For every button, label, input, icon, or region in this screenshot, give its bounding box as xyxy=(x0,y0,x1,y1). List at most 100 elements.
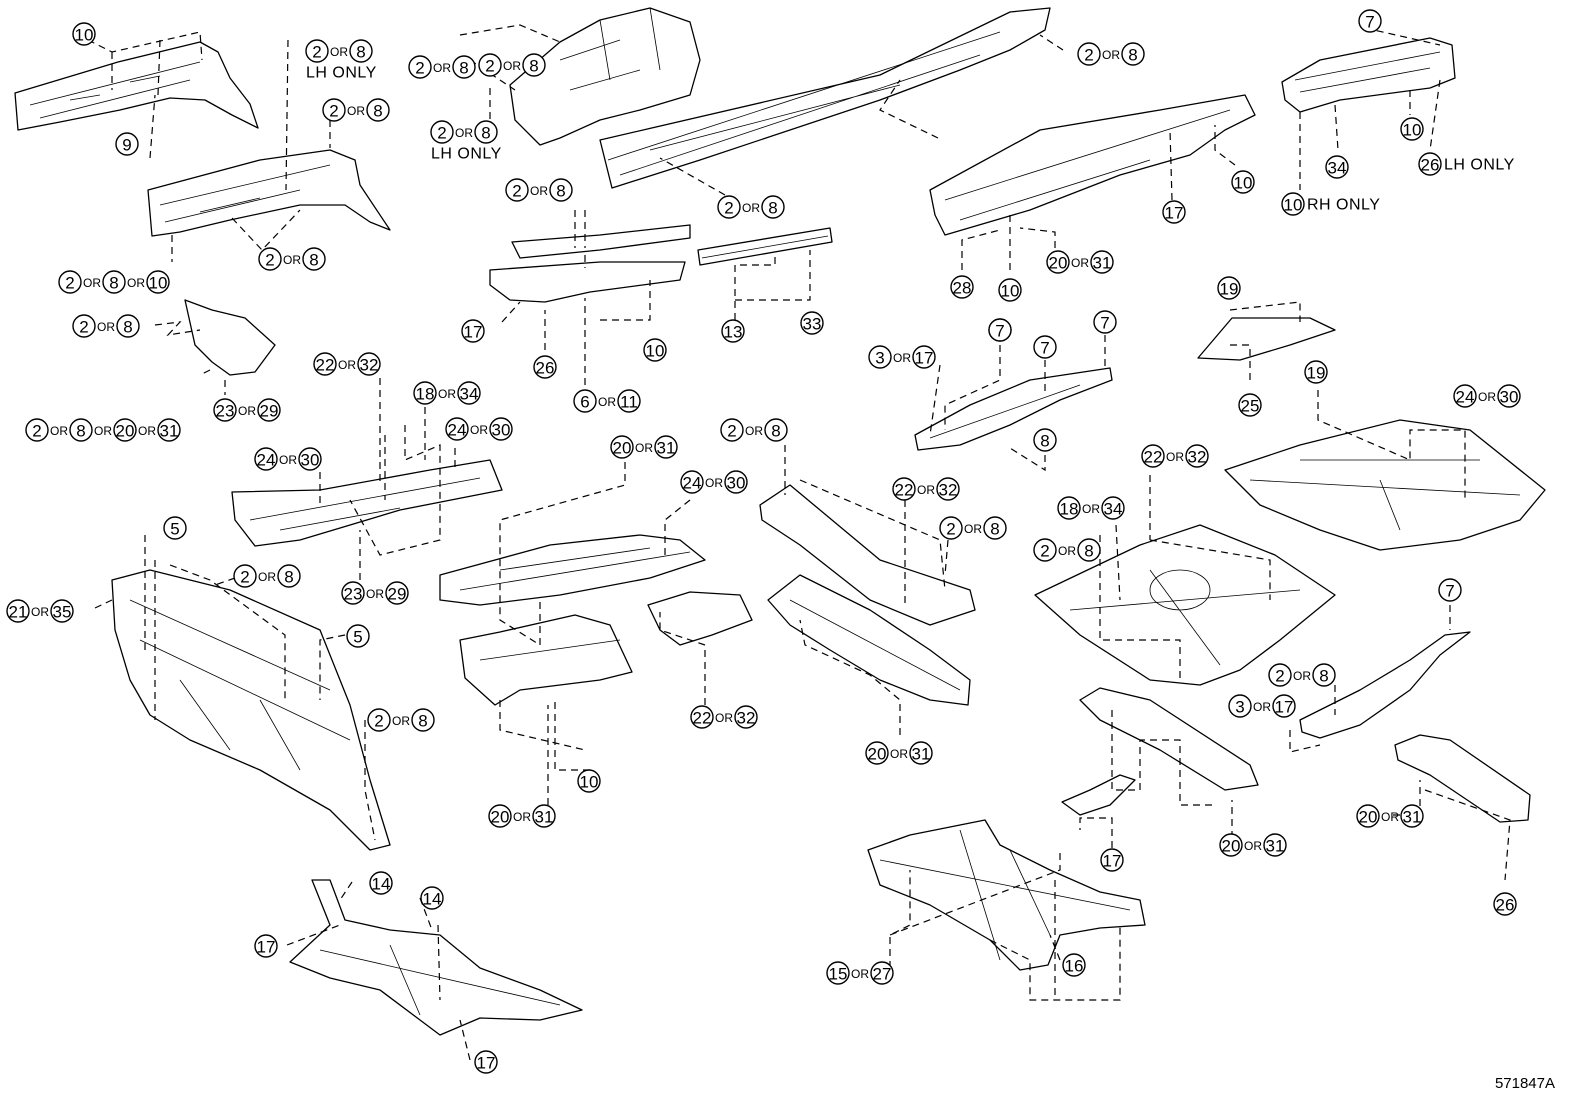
callout-5[interactable]: 5 xyxy=(163,516,187,540)
callout-19[interactable]: 19 xyxy=(1217,276,1241,300)
part-rear-cross-member[interactable] xyxy=(1394,734,1531,823)
part-center-floor-pan[interactable] xyxy=(1034,524,1336,686)
callout-17[interactable]: 17 xyxy=(1162,200,1186,224)
callout-10[interactable]: 10 xyxy=(72,22,96,46)
callout-9[interactable]: 9 xyxy=(115,132,139,156)
callout-7[interactable]: 7 xyxy=(1438,578,1462,602)
part-strut-tower[interactable] xyxy=(509,7,701,146)
part-front-side-member-rh[interactable] xyxy=(147,149,391,237)
callout-16[interactable]: 16 xyxy=(1062,953,1086,977)
callout-17[interactable]: 17 xyxy=(474,1050,498,1074)
callout-10[interactable]: 10 xyxy=(577,769,601,793)
part-rear-floor-crossmember[interactable] xyxy=(1079,687,1259,791)
part-rear-floor-pan[interactable] xyxy=(1224,419,1546,551)
callout-19[interactable]: 19 xyxy=(1304,360,1328,384)
callout-26[interactable]: 26 xyxy=(533,355,557,379)
callout-7[interactable]: 7 xyxy=(1093,310,1117,334)
callout-5[interactable]: 5 xyxy=(346,624,370,648)
part-rear-floor-side-member-rh[interactable] xyxy=(1299,631,1471,739)
callout-7[interactable]: 7 xyxy=(1358,9,1382,33)
callout-25[interactable]: 25 xyxy=(1238,393,1262,417)
callout-17[interactable]: 17 xyxy=(254,934,278,958)
callout-34[interactable]: 34 xyxy=(1325,155,1349,179)
part-front-floor-pan-lh[interactable] xyxy=(231,459,503,547)
callout-13[interactable]: 13 xyxy=(721,319,745,343)
part-rear-side-member[interactable] xyxy=(929,94,1256,236)
part-rocker-panel-inner[interactable] xyxy=(599,7,1051,189)
part-rear-bracket[interactable] xyxy=(1061,774,1136,816)
part-floor-side-long-center[interactable] xyxy=(767,574,971,706)
callout-10[interactable]: 10 xyxy=(1231,170,1255,194)
part-apron-bracket[interactable] xyxy=(184,299,276,376)
part-floor-reinforcement-small[interactable] xyxy=(1197,317,1336,361)
part-floor-crossmember-under[interactable] xyxy=(459,614,633,706)
callout-10[interactable]: 10 xyxy=(643,338,667,362)
part-floor-crossmember-bar[interactable] xyxy=(697,227,833,266)
callout-10[interactable]: 10 xyxy=(1400,117,1424,141)
part-dash-panel[interactable] xyxy=(111,569,391,851)
callout-10[interactable]: 10 xyxy=(998,278,1022,302)
part-floor-side-panel-center[interactable] xyxy=(759,484,976,626)
callout-28[interactable]: 28 xyxy=(950,275,974,299)
part-rear-floor-side-member[interactable] xyxy=(1281,37,1456,113)
callout-17[interactable]: 17 xyxy=(461,319,485,343)
callout-7[interactable]: 7 xyxy=(988,318,1012,342)
callout-8[interactable]: 8 xyxy=(1033,428,1057,452)
part-front-side-member-lh[interactable] xyxy=(14,41,259,131)
part-floor-tunnel[interactable] xyxy=(439,534,706,606)
callout-17[interactable]: 17 xyxy=(1100,848,1124,872)
callout-14[interactable]: 14 xyxy=(420,886,444,910)
callout-26[interactable]: 26 xyxy=(1493,892,1517,916)
part-rear-wheelhouse-bracket[interactable] xyxy=(914,367,1113,451)
part-floor-bracket[interactable] xyxy=(647,591,753,646)
callout-7[interactable]: 7 xyxy=(1033,335,1057,359)
part-rear-suspension-member[interactable] xyxy=(867,819,1146,971)
callout-33[interactable]: 33 xyxy=(800,311,824,335)
part-floor-crossmember-front[interactable] xyxy=(489,224,691,303)
callout-14[interactable]: 14 xyxy=(369,871,393,895)
